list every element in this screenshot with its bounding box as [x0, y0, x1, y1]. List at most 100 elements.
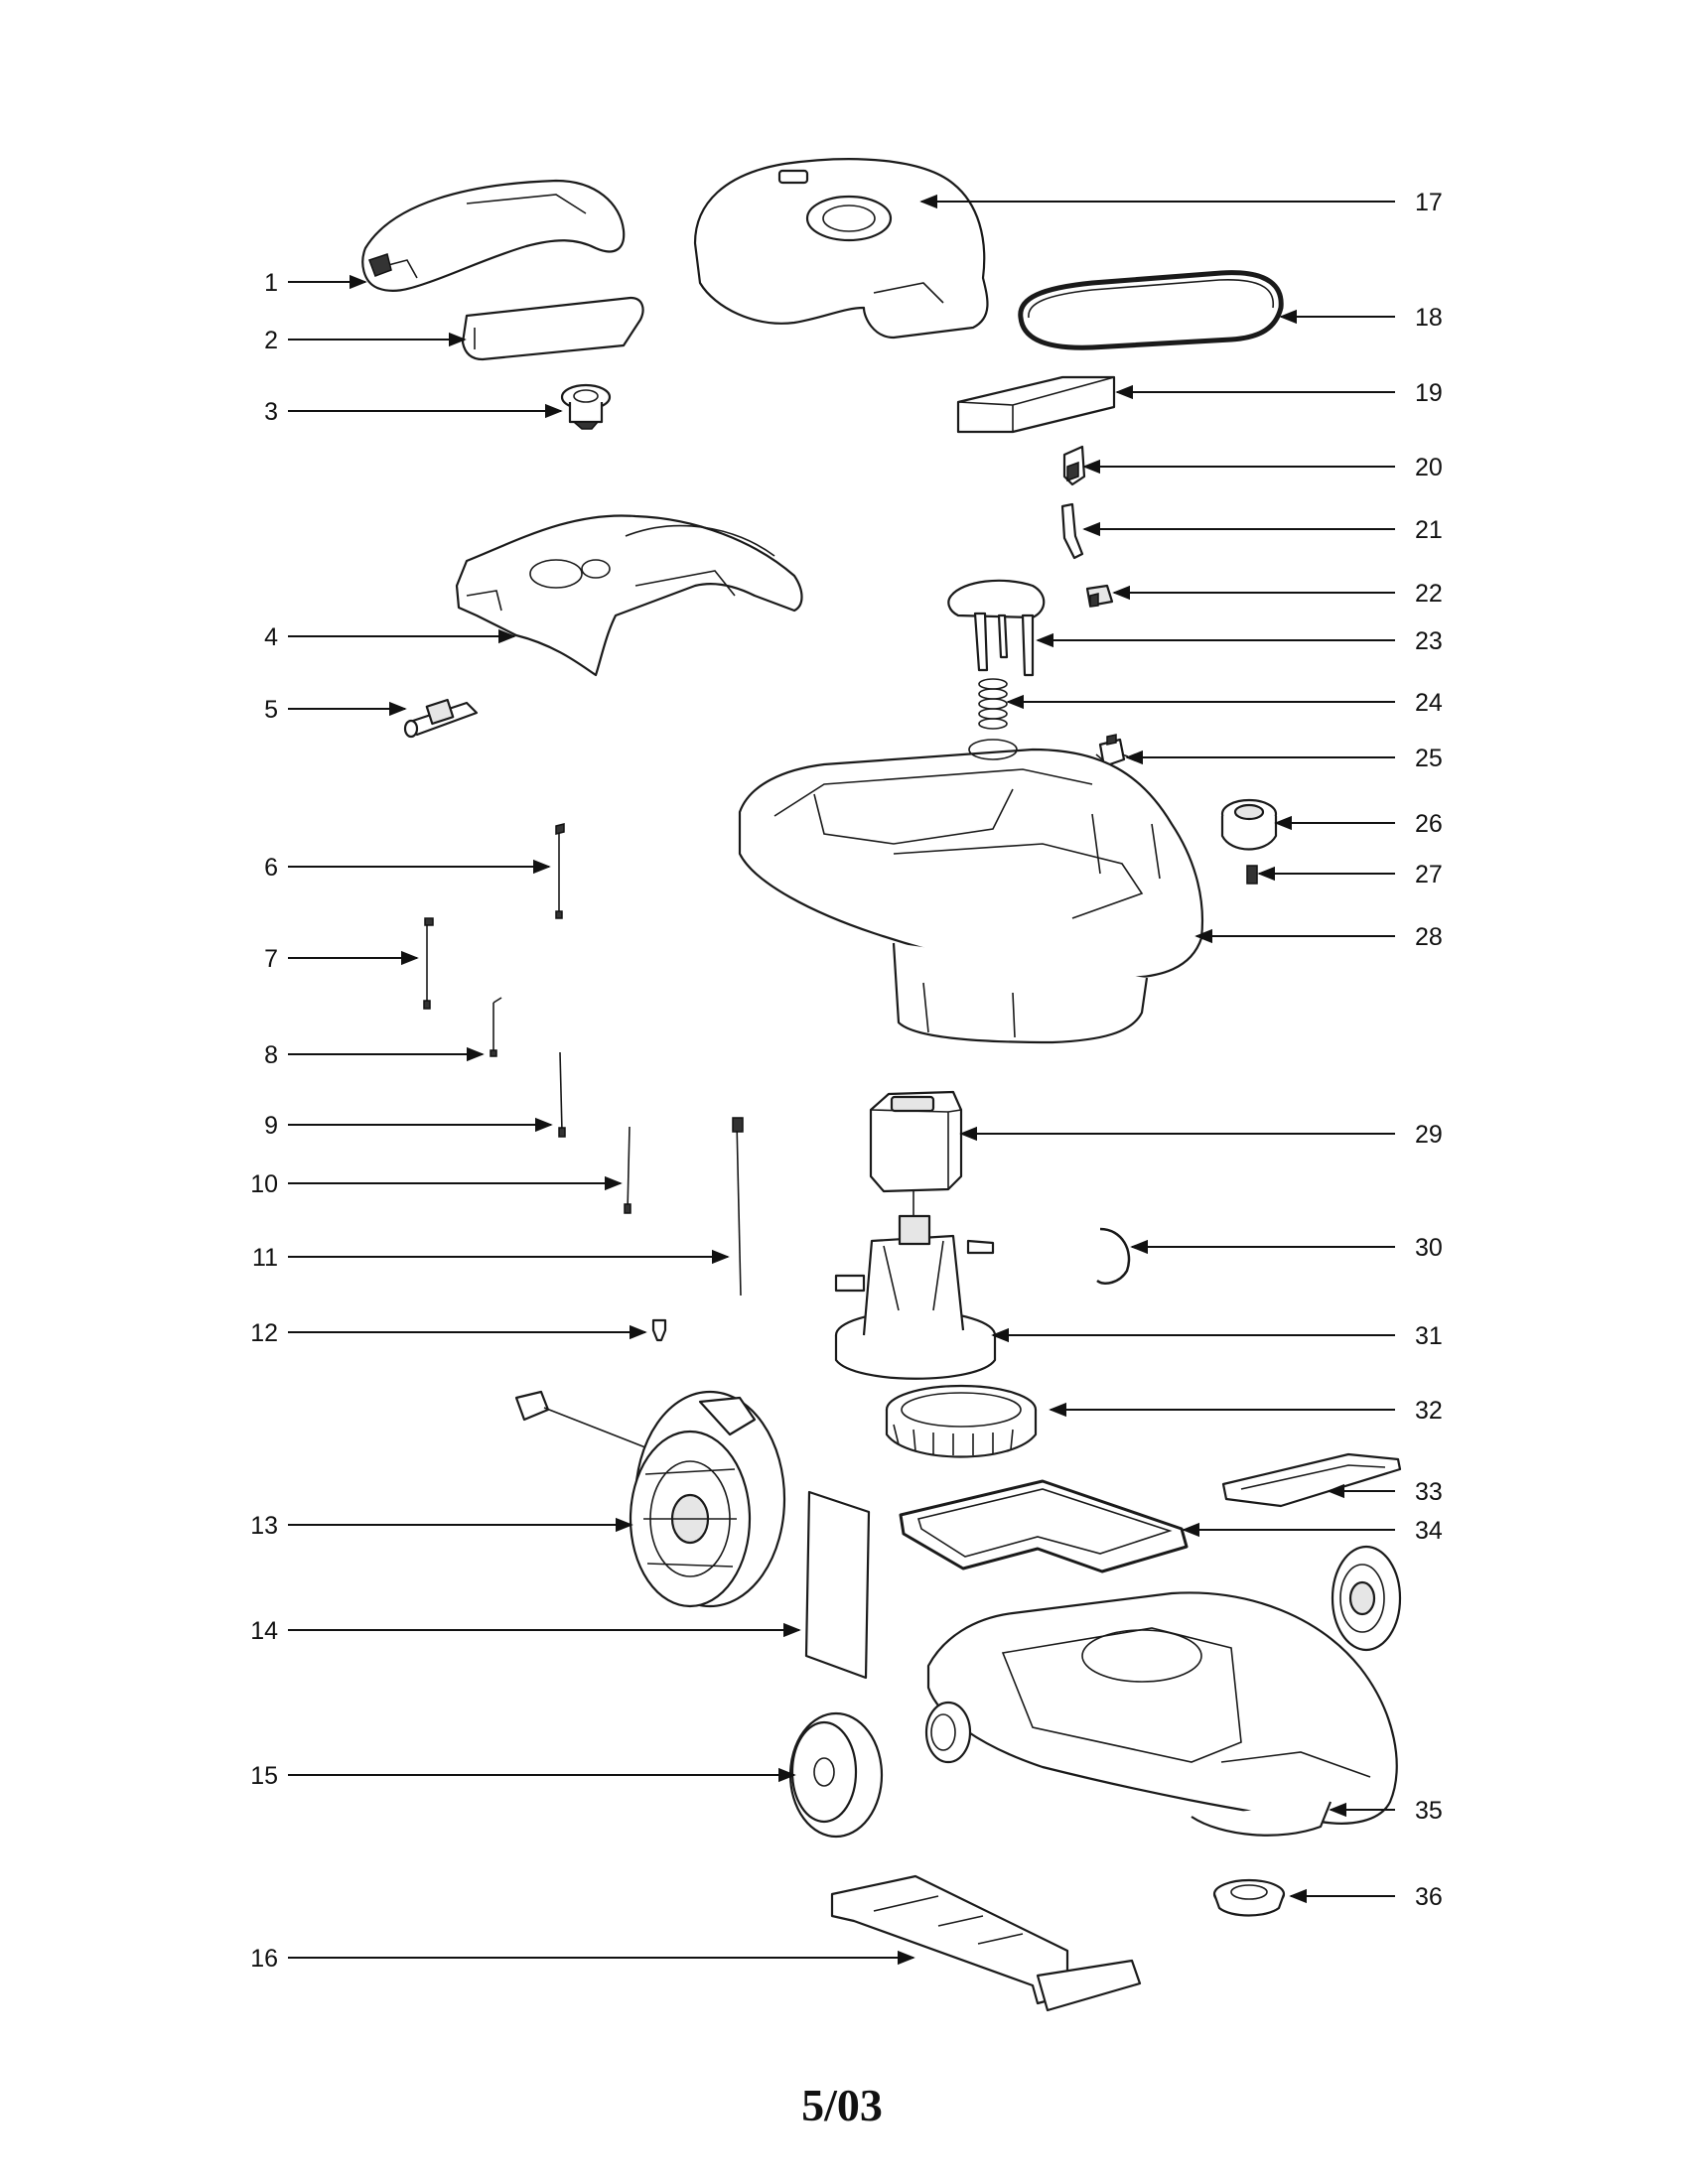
part-27-spring-small: [1246, 865, 1258, 885]
callout-5: 5: [264, 696, 407, 724]
footer-date: 5/03: [801, 2080, 883, 2130]
callout-27: 27: [1257, 861, 1443, 888]
callout-number: 12: [250, 1319, 278, 1347]
callout-number: 2: [264, 327, 278, 354]
part-24-spring: [978, 678, 1008, 730]
callout-number: 1: [264, 269, 278, 297]
callout-number: 19: [1415, 379, 1443, 407]
callout-28: 28: [1194, 923, 1443, 951]
part-25-switch: [1095, 734, 1129, 768]
part-13-cord-reel: [514, 1390, 786, 1608]
callout-24: 24: [1006, 689, 1443, 717]
callout-number: 15: [250, 1762, 278, 1790]
callout-4: 4: [264, 623, 516, 651]
part-35-rear-wheel: [1331, 1545, 1402, 1652]
callout-26: 26: [1274, 810, 1443, 838]
part-4-top-housing: [455, 514, 803, 677]
callout-number: 34: [1415, 1517, 1443, 1545]
callout-14: 14: [250, 1617, 801, 1645]
callout-number: 20: [1415, 454, 1443, 481]
callout-29: 29: [959, 1121, 1443, 1149]
part-8-wire: [490, 997, 502, 1057]
callout-35: 35: [1329, 1797, 1443, 1825]
part-15-wheel: [788, 1711, 884, 1839]
callout-7: 7: [264, 945, 419, 973]
callout-21: 21: [1082, 516, 1443, 544]
callout-number: 10: [250, 1170, 278, 1198]
callout-13: 13: [250, 1512, 633, 1540]
callout-6: 6: [264, 854, 551, 882]
callout-11: 11: [252, 1244, 730, 1272]
callout-31: 31: [991, 1322, 1443, 1350]
part-16-tool-holder: [830, 1874, 1142, 2012]
callout-number: 28: [1415, 923, 1443, 951]
callout-number: 27: [1415, 861, 1443, 888]
callout-2: 2: [264, 327, 467, 354]
callout-36: 36: [1289, 1883, 1443, 1911]
part-22-connector: [1085, 584, 1114, 608]
callout-number: 3: [264, 398, 278, 426]
callout-12: 12: [250, 1319, 647, 1347]
part-3-button: [560, 383, 612, 430]
callout-number: 23: [1415, 627, 1443, 655]
callout-25: 25: [1125, 745, 1443, 772]
part-14-filter: [804, 1490, 871, 1680]
callout-33: 33: [1327, 1478, 1443, 1506]
callout-number: 31: [1415, 1322, 1443, 1350]
callout-number: 21: [1415, 516, 1443, 544]
part-21-spring-clip: [1060, 502, 1084, 560]
callout-number: 35: [1415, 1797, 1443, 1825]
part-31-motor: [834, 1191, 997, 1380]
callout-30: 30: [1130, 1234, 1443, 1262]
part-2-cover-plate: [461, 296, 644, 361]
part-7-wire: [423, 917, 434, 1010]
callout-number: 16: [250, 1945, 278, 1973]
callout-22: 22: [1112, 580, 1443, 608]
part-34-bag-frame: [899, 1479, 1189, 1573]
callout-number: 32: [1415, 1397, 1443, 1425]
callout-10: 10: [250, 1170, 623, 1198]
callout-number: 25: [1415, 745, 1443, 772]
part-26-knob: [1220, 798, 1278, 851]
callout-20: 20: [1082, 454, 1443, 481]
part-19-foam-filter: [956, 375, 1116, 434]
callout-34: 34: [1182, 1517, 1443, 1545]
callout-number: 6: [264, 854, 278, 882]
part-30-retaining-ring: [1096, 1227, 1131, 1285]
callout-number: 11: [252, 1244, 278, 1272]
part-28-chassis: [738, 739, 1204, 1044]
callout-8: 8: [264, 1041, 485, 1069]
callout-16: 16: [250, 1945, 915, 1973]
callout-15: 15: [250, 1762, 796, 1790]
callout-number: 5: [264, 696, 278, 724]
callout-number: 9: [264, 1112, 278, 1140]
callout-17: 17: [919, 189, 1443, 216]
part-35-base-housing: [924, 1591, 1398, 1837]
callout-layer: 1234567891011121314151617181920212223242…: [250, 189, 1443, 1973]
part-1-handle: [361, 179, 626, 292]
part-32-motor-ring: [885, 1384, 1038, 1458]
callout-number: 22: [1415, 580, 1443, 608]
callout-number: 17: [1415, 189, 1443, 216]
callout-number: 7: [264, 945, 278, 973]
part-5-fuse: [403, 698, 479, 739]
part-36-caster: [1212, 1878, 1286, 1917]
callout-number: 8: [264, 1041, 278, 1069]
callout-number: 13: [250, 1512, 278, 1540]
callout-3: 3: [264, 398, 563, 426]
part-9-wire: [558, 1051, 566, 1138]
part-6-wire: [555, 823, 565, 919]
callout-number: 4: [264, 623, 278, 651]
callout-23: 23: [1036, 627, 1443, 655]
callout-number: 36: [1415, 1883, 1443, 1911]
part-10-wire: [624, 1126, 632, 1214]
callout-32: 32: [1049, 1397, 1443, 1425]
part-23-release-button: [947, 579, 1046, 677]
callout-9: 9: [264, 1112, 553, 1140]
part-33-exhaust-frame: [1221, 1452, 1402, 1508]
part-29-motor-cap: [869, 1090, 963, 1193]
part-11-wire: [732, 1117, 744, 1297]
callout-number: 33: [1415, 1478, 1443, 1506]
part-18-gasket: [1018, 270, 1284, 350]
